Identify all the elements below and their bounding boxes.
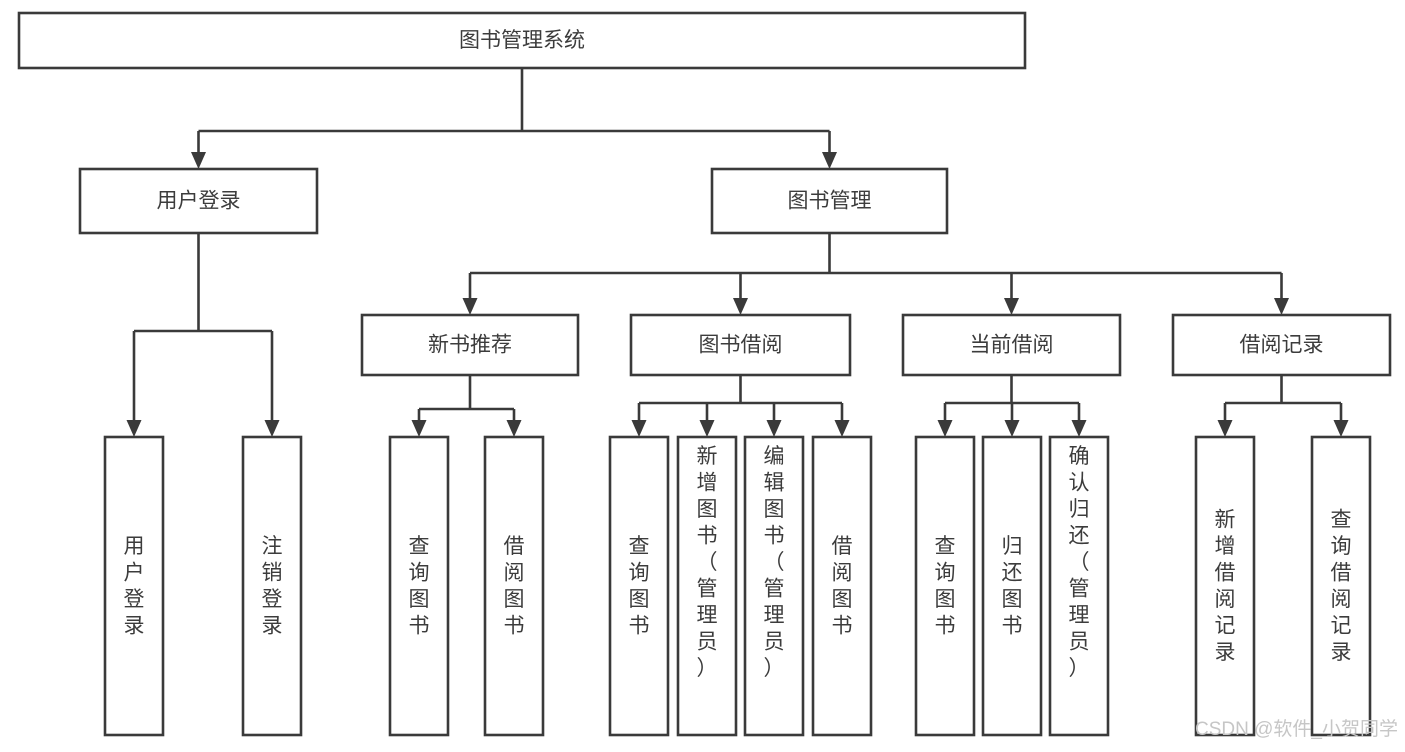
- node-leaf-add-book-admin[interactable]: 新增图书（管理员）: [676, 435, 738, 737]
- node-box-leaf-query-borrow-record[interactable]: [1310, 435, 1372, 737]
- arrow-head-icon: [126, 420, 142, 437]
- arrow-head-icon: [191, 152, 206, 169]
- connector-group-book-management: [468, 233, 1283, 298]
- connector-group-root: [197, 68, 831, 152]
- arrow-head-icon: [822, 152, 837, 169]
- node-leaf-confirm-return-admin[interactable]: 确认归还（管理员）: [1048, 435, 1110, 737]
- node-box-leaf-query-book-2[interactable]: [608, 435, 670, 737]
- node-box-leaf-borrow-book-2[interactable]: [811, 435, 873, 737]
- node-box-leaf-query-book-1[interactable]: [388, 435, 450, 737]
- node-label-leaf-return-book: 归还图书: [1002, 535, 1023, 638]
- node-box-leaf-return-book[interactable]: [981, 435, 1043, 737]
- node-current-borrow[interactable]: 当前借阅: [901, 313, 1122, 377]
- node-box-leaf-logout-login[interactable]: [241, 435, 303, 737]
- node-label-leaf-query-book-2: 查询图书: [629, 535, 650, 638]
- connector-group-book-borrow: [637, 375, 844, 420]
- node-box-leaf-add-borrow-record[interactable]: [1194, 435, 1256, 737]
- node-label-leaf-add-book-admin: 新增图书（管理员）: [697, 445, 718, 680]
- arrow-head-icon: [631, 420, 647, 437]
- arrow-head-icon: [1217, 420, 1233, 437]
- node-box-leaf-query-book-3[interactable]: [914, 435, 976, 737]
- node-label-leaf-query-book-1: 查询图书: [409, 535, 430, 638]
- node-label-leaf-query-borrow-record: 查询借阅记录: [1331, 509, 1352, 665]
- node-label-leaf-edit-book-admin: 编辑图书（管理员）: [764, 445, 785, 680]
- node-box-root[interactable]: [17, 11, 1027, 70]
- connector-group-new-book-recommend: [417, 375, 516, 420]
- arrow-head-icon: [1333, 420, 1349, 437]
- arrow-head-icon: [834, 420, 850, 437]
- node-label-leaf-confirm-return-admin: 确认归还（管理员）: [1069, 445, 1090, 680]
- arrow-head-icon: [733, 298, 748, 315]
- node-leaf-borrow-book-2[interactable]: 借阅图书: [811, 435, 873, 737]
- arrow-head-icon: [1004, 420, 1020, 437]
- arrow-head-icon: [506, 420, 522, 437]
- node-leaf-query-book-1[interactable]: 查询图书: [388, 435, 450, 737]
- arrow-head-icon: [411, 420, 427, 437]
- node-leaf-add-borrow-record[interactable]: 新增借阅记录: [1194, 435, 1256, 737]
- arrow-head-icon: [1004, 298, 1019, 315]
- node-leaf-query-book-3[interactable]: 查询图书: [914, 435, 976, 737]
- node-box-leaf-borrow-book-1[interactable]: [483, 435, 545, 737]
- node-label-leaf-query-book-3: 查询图书: [935, 535, 956, 638]
- node-book-management[interactable]: 图书管理: [710, 167, 949, 235]
- node-box-book-management[interactable]: [710, 167, 949, 235]
- arrow-head-icon: [462, 298, 478, 315]
- connector-group-user-login: [132, 233, 274, 420]
- node-leaf-logout-login[interactable]: 注销登录: [241, 435, 303, 737]
- node-label-borrow-record: 借阅记录: [1240, 334, 1324, 357]
- node-label-current-borrow: 当前借阅: [970, 334, 1054, 357]
- node-box-new-book-recommend[interactable]: [360, 313, 580, 377]
- node-label-leaf-borrow-book-1: 借阅图书: [504, 535, 525, 638]
- arrow-head-icon: [1274, 298, 1289, 315]
- node-leaf-user-login[interactable]: 用户登录: [103, 435, 165, 737]
- node-box-current-borrow[interactable]: [901, 313, 1122, 377]
- arrow-head-icon: [937, 420, 953, 437]
- node-label-leaf-borrow-book-2: 借阅图书: [832, 535, 853, 638]
- node-label-root: 图书管理系统: [459, 29, 585, 52]
- node-label-leaf-logout-login: 注销登录: [262, 535, 283, 638]
- node-box-leaf-edit-book-admin[interactable]: [743, 435, 805, 737]
- node-leaf-query-borrow-record[interactable]: 查询借阅记录: [1310, 435, 1372, 737]
- watermark-label: CSDN @软件_小贺同学: [1195, 718, 1398, 740]
- node-user-login[interactable]: 用户登录: [78, 167, 319, 235]
- connector-group-borrow-record: [1223, 375, 1343, 420]
- node-book-borrow[interactable]: 图书借阅: [629, 313, 852, 377]
- node-label-leaf-user-login: 用户登录: [124, 535, 145, 638]
- node-leaf-return-book[interactable]: 归还图书: [981, 435, 1043, 737]
- node-box-leaf-add-book-admin[interactable]: [676, 435, 738, 737]
- node-leaf-query-book-2[interactable]: 查询图书: [608, 435, 670, 737]
- arrow-head-icon: [264, 420, 280, 437]
- node-label-leaf-add-borrow-record: 新增借阅记录: [1215, 509, 1236, 665]
- node-box-user-login[interactable]: [78, 167, 319, 235]
- arrow-head-icon: [1071, 420, 1087, 437]
- arrow-head-icon: [699, 420, 715, 437]
- node-label-new-book-recommend: 新书推荐: [428, 334, 512, 357]
- node-label-book-borrow: 图书借阅: [699, 334, 783, 357]
- node-label-book-management: 图书管理: [788, 190, 872, 213]
- arrow-head-icon: [766, 420, 782, 437]
- node-box-book-borrow[interactable]: [629, 313, 852, 377]
- node-box-leaf-user-login[interactable]: [103, 435, 165, 737]
- node-leaf-borrow-book-1[interactable]: 借阅图书: [483, 435, 545, 737]
- connector-group-current-borrow: [943, 375, 1081, 420]
- node-new-book-recommend[interactable]: 新书推荐: [360, 313, 580, 377]
- node-box-leaf-confirm-return-admin[interactable]: [1048, 435, 1110, 737]
- node-label-user-login: 用户登录: [157, 190, 241, 213]
- node-box-borrow-record[interactable]: [1171, 313, 1392, 377]
- node-borrow-record[interactable]: 借阅记录: [1171, 313, 1392, 377]
- node-leaf-edit-book-admin[interactable]: 编辑图书（管理员）: [743, 435, 805, 737]
- node-root[interactable]: 图书管理系统: [17, 11, 1027, 70]
